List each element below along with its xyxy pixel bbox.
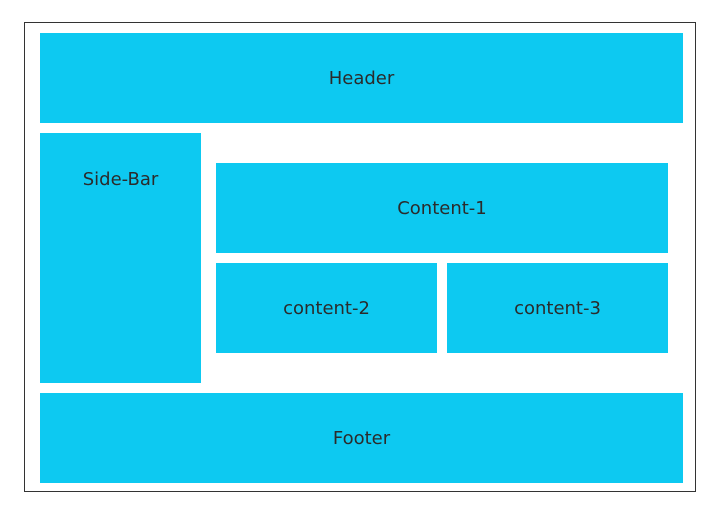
content-1-block: Content-1 bbox=[216, 163, 668, 253]
content-1-label: Content-1 bbox=[397, 197, 487, 219]
content-3-label: content-3 bbox=[514, 297, 601, 319]
content-2-block: content-2 bbox=[216, 263, 437, 353]
footer-label: Footer bbox=[332, 427, 391, 449]
content-3-block: content-3 bbox=[447, 263, 668, 353]
sidebar-block: Side-Bar bbox=[40, 133, 201, 383]
header-block: Header bbox=[40, 33, 683, 123]
content-2-label: content-2 bbox=[283, 297, 370, 319]
header-label: Header bbox=[328, 67, 395, 89]
sidebar-label: Side-Bar bbox=[82, 169, 159, 190]
footer-block: Footer bbox=[40, 393, 683, 483]
layout-frame bbox=[24, 22, 696, 492]
